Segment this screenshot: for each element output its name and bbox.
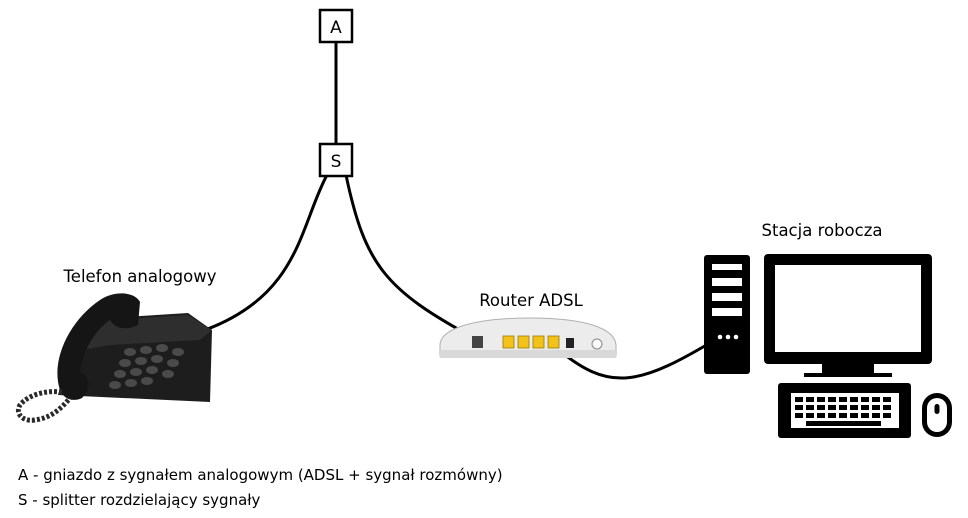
phone-handset: [57, 293, 140, 400]
cable-router-to-workstation: [551, 335, 722, 380]
router-lan-ports: [502, 335, 560, 349]
desktop-computer-icon: [704, 254, 952, 438]
router-power-port: [566, 338, 574, 348]
cable-splitter-to-phone: [203, 173, 329, 332]
router-port-dsl: [472, 336, 483, 348]
phone-cord: [15, 389, 72, 423]
workstation-label: Stacja robocza: [762, 221, 883, 240]
socket-label: A: [330, 18, 342, 38]
phone-label: Telefon analogowy: [63, 267, 217, 286]
legend-splitter-s: S - splitter rozdzielający sygnały: [18, 491, 261, 509]
keyboard-icon: [778, 383, 911, 438]
analog-telephone-icon: [15, 293, 212, 423]
splitter-node: S: [318, 142, 354, 178]
cable-splitter-to-router: [344, 173, 478, 341]
mouse-icon: [922, 393, 952, 437]
splitter-box: [318, 142, 354, 178]
phone-keypad: [109, 344, 184, 389]
router-label: Router ADSL: [479, 291, 583, 310]
phone-base-top: [70, 315, 212, 352]
legend-socket-a: A - gniazdo z sygnałem analogowym (ADSL …: [18, 466, 503, 484]
socket-node: A: [318, 8, 354, 44]
tower-icon: [704, 255, 750, 374]
socket-box: [318, 8, 354, 44]
cables: [203, 40, 722, 380]
splitter-label: S: [331, 152, 342, 172]
adsl-router-icon: [439, 317, 617, 358]
router-button: [591, 338, 603, 350]
monitor-icon: [764, 254, 932, 377]
router-base: [440, 350, 616, 358]
